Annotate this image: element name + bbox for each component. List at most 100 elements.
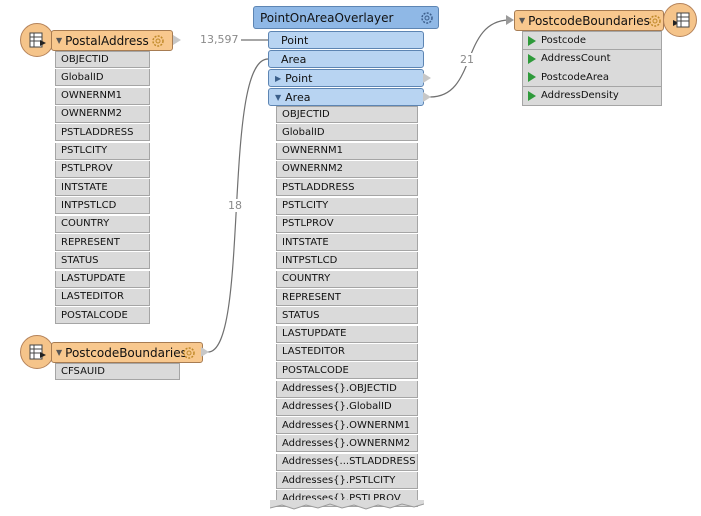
input-port[interactable]: [506, 15, 514, 25]
table-icon: [673, 12, 690, 28]
attribute-row[interactable]: PSTLADDRESS: [276, 179, 418, 197]
collapse-triangle-icon[interactable]: ▼: [519, 16, 526, 25]
expand-triangle-icon[interactable]: ▶: [275, 73, 282, 83]
attribute-name: AddressCount: [541, 53, 611, 64]
attribute-row[interactable]: INTSTATE: [55, 179, 150, 197]
attribute-name: POSTALCODE: [282, 364, 349, 376]
feature-count-label: 13,597: [198, 33, 241, 46]
collapse-triangle-icon[interactable]: ▼: [275, 92, 282, 102]
attribute-row[interactable]: PostcodeArea: [522, 68, 662, 87]
attribute-name: INTPSTLCD: [61, 199, 117, 211]
writer-feature-type[interactable]: ▼ PostcodeBoundaries: [514, 10, 664, 31]
attribute-name: OWNERNM1: [61, 90, 122, 102]
attribute-row[interactable]: Addresses{}.GlobalID: [276, 398, 418, 416]
attribute-row[interactable]: OWNERNM2: [276, 160, 418, 178]
reader-icon[interactable]: [20, 23, 54, 57]
feature-type-name: PostalAddress: [65, 33, 149, 48]
attribute-row[interactable]: GlobalID: [276, 124, 418, 142]
gear-icon[interactable]: [420, 11, 434, 25]
attribute-row[interactable]: CFSAUID: [55, 363, 180, 380]
attribute-row[interactable]: STATUS: [55, 252, 150, 270]
attribute-name: PostcodeArea: [541, 71, 610, 83]
feature-type-postcode-boundaries[interactable]: ▼ PostcodeBoundaries: [51, 342, 203, 363]
writer-icon[interactable]: [663, 3, 697, 37]
transformer-header[interactable]: PointOnAreaOverlayer: [253, 6, 439, 29]
attribute-row[interactable]: POSTALCODE: [276, 362, 418, 380]
attribute-row[interactable]: STATUS: [276, 307, 418, 325]
attribute-name: PSTLPROV: [282, 218, 334, 230]
attribute-row[interactable]: COUNTRY: [55, 215, 150, 233]
attribute-name: STATUS: [61, 254, 99, 266]
attribute-row[interactable]: OWNERNM2: [55, 105, 150, 123]
attribute-name: INTPSTLCD: [282, 254, 338, 266]
attribute-name: OWNERNM2: [282, 163, 343, 175]
attribute-row[interactable]: Addresses{}.OWNERNM2: [276, 435, 418, 453]
attribute-input-marker-icon: [528, 72, 536, 82]
attribute-row[interactable]: LASTEDITOR: [276, 343, 418, 361]
attribute-row[interactable]: Addresses{}.OWNERNM1: [276, 417, 418, 435]
attribute-row[interactable]: PSTLCITY: [55, 142, 150, 160]
port-label: Point: [285, 71, 313, 85]
output-port[interactable]: [173, 35, 181, 45]
attribute-row[interactable]: PSTLPROV: [276, 215, 418, 233]
attribute-name: AddressDensity: [541, 90, 619, 101]
collapse-triangle-icon[interactable]: ▼: [56, 36, 63, 45]
table-icon: [29, 344, 46, 360]
attribute-row[interactable]: OWNERNM1: [276, 142, 418, 160]
attribute-name: COUNTRY: [282, 273, 331, 285]
output-port[interactable]: [423, 73, 431, 83]
attribute-name: PSTLADDRESS: [61, 126, 134, 138]
port-label: Area: [285, 90, 311, 104]
attribute-row[interactable]: LASTEDITOR: [55, 288, 150, 306]
attribute-name: INTSTATE: [61, 181, 108, 193]
attribute-name: PSTLCITY: [282, 200, 329, 211]
attribute-name: GlobalID: [61, 71, 104, 83]
input-port-point[interactable]: Point: [268, 31, 424, 49]
attribute-row[interactable]: REPRESENT: [55, 234, 150, 251]
attribute-name: LASTEDITOR: [61, 291, 124, 303]
gear-icon[interactable]: [151, 34, 165, 48]
gear-icon[interactable]: [648, 14, 662, 28]
feature-type-postal-address[interactable]: ▼ PostalAddress: [51, 30, 173, 51]
attribute-row[interactable]: AddressDensity: [522, 86, 662, 106]
attribute-row[interactable]: GlobalID: [55, 69, 150, 87]
attribute-name: REPRESENT: [61, 236, 120, 248]
attribute-row[interactable]: LASTUPDATE: [55, 270, 150, 288]
attribute-row[interactable]: Postcode: [522, 31, 662, 50]
attribute-row[interactable]: COUNTRY: [276, 270, 418, 288]
attribute-row[interactable]: OBJECTID: [276, 106, 418, 123]
output-port-point[interactable]: ▶ Point: [268, 69, 424, 87]
attribute-name: LASTUPDATE: [61, 273, 126, 285]
reader-icon[interactable]: [20, 335, 54, 369]
attribute-row[interactable]: LASTUPDATE: [276, 325, 418, 343]
attribute-name: PSTLCITY: [61, 145, 108, 156]
attribute-row[interactable]: OBJECTID: [55, 51, 150, 68]
attribute-row[interactable]: OWNERNM1: [55, 87, 150, 105]
attribute-name: Addresses{}.OWNERNM2: [282, 437, 411, 449]
attribute-row[interactable]: PSTLPROV: [55, 160, 150, 178]
attribute-row[interactable]: Addresses{}.OBJECTID: [276, 380, 418, 398]
attribute-row[interactable]: Addresses{}.PSTLCITY: [276, 472, 418, 489]
attribute-row[interactable]: PSTLCITY: [276, 197, 418, 215]
output-port-area[interactable]: ▼ Area: [268, 88, 424, 106]
attribute-row[interactable]: REPRESENT: [276, 289, 418, 306]
gear-icon[interactable]: [182, 346, 196, 360]
collapse-triangle-icon[interactable]: ▼: [56, 348, 63, 357]
feature-type-name: PostcodeBoundaries: [65, 345, 187, 360]
output-port[interactable]: [201, 347, 209, 357]
attribute-row[interactable]: INTSTATE: [276, 234, 418, 252]
port-label: Point: [281, 33, 309, 47]
attribute-row[interactable]: AddressCount: [522, 49, 662, 69]
attribute-name: INTSTATE: [282, 236, 329, 248]
attribute-row[interactable]: PSTLADDRESS: [55, 124, 150, 142]
attribute-row[interactable]: INTPSTLCD: [55, 197, 150, 215]
attribute-name: OBJECTID: [61, 54, 109, 65]
attribute-row[interactable]: Addresses{...STLADDRESS: [276, 453, 418, 471]
input-port-area[interactable]: Area: [268, 50, 424, 68]
attribute-name: Addresses{}.OWNERNM1: [282, 419, 411, 431]
attribute-row[interactable]: POSTALCODE: [55, 307, 150, 325]
output-port[interactable]: [423, 92, 431, 102]
feature-count-label: 21: [458, 53, 476, 66]
attribute-row[interactable]: INTPSTLCD: [276, 252, 418, 270]
